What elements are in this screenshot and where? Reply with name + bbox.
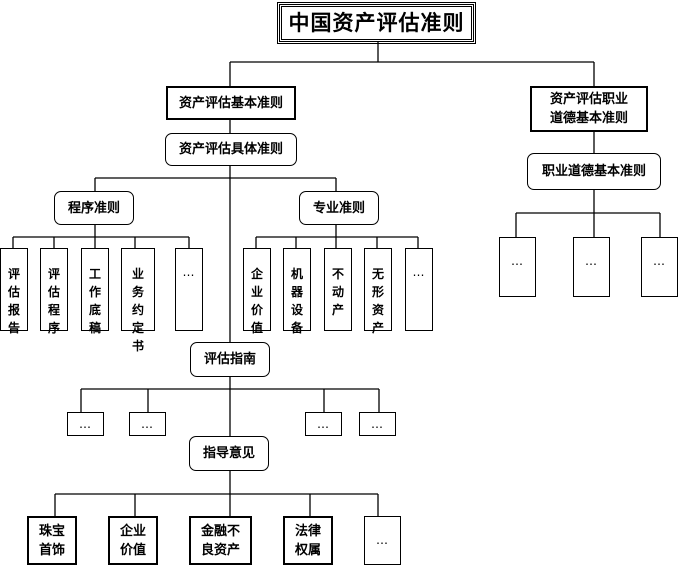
ethics-child-node: …	[499, 237, 536, 297]
professional-child-node: 机器设备	[283, 248, 311, 335]
professional-child-node: 企业价值	[243, 248, 271, 335]
professional-child-label: 机器设备	[290, 267, 303, 335]
guide-label: 评估指南	[203, 352, 256, 367]
opinion-child-node: 金融不 良资产	[189, 516, 252, 565]
ethics-child-node: …	[641, 237, 678, 297]
procedural-child-node: 评估程序	[40, 248, 68, 335]
opinion-child-label: 金融不 良资产	[200, 523, 240, 558]
opinion-child-label: 法律 权属	[294, 523, 321, 558]
professional-standard-label: 专业准则	[312, 200, 365, 216]
opinion-label: 指导意见	[202, 446, 255, 461]
ethics-sub-node: 职业道德基本准则	[527, 153, 661, 190]
procedural-child-label: 评估报告	[7, 267, 20, 335]
procedural-standard-label: 程序准则	[67, 200, 120, 216]
guide-child-node: …	[359, 412, 396, 436]
basic-standard-node: 资产评估基本准则	[166, 86, 296, 120]
procedural-child-node: 业务约定书	[121, 248, 155, 353]
opinion-child-node: …	[364, 516, 401, 565]
ellipsis-label: …	[141, 416, 154, 431]
ellipsis-label: …	[412, 265, 426, 279]
opinion-child-node: 企业 价值	[108, 516, 158, 565]
opinion-child-label: 珠宝 首饰	[38, 523, 65, 558]
professional-child-node: 不动产	[324, 248, 352, 331]
procedural-child-label: 工作底稿	[88, 267, 101, 335]
professional-child-node: …	[405, 248, 433, 331]
professional-child-label: 企业价值	[250, 267, 263, 335]
opinion-node: 指导意见	[189, 436, 269, 471]
title-node: 中国资产评估准则	[277, 2, 476, 44]
ellipsis-label: …	[376, 533, 389, 547]
professional-child-label: 不动产	[331, 267, 344, 317]
ethics-child-node: …	[573, 237, 610, 297]
procedural-child-node: 评估报告	[0, 248, 28, 335]
ellipsis-label: …	[79, 416, 92, 431]
ethics-sub-label: 职业道德基本准则	[541, 164, 646, 179]
professional-standard-node: 专业准则	[299, 191, 379, 225]
opinion-child-node: 珠宝 首饰	[27, 516, 77, 565]
procedural-child-node: …	[175, 248, 203, 331]
title-label: 中国资产评估准则	[288, 10, 465, 35]
procedural-child-label: 业务约定书	[131, 267, 144, 353]
ethics-standard-label-line2: 道德基本准则	[549, 111, 628, 126]
opinion-child-node: 法律 权属	[283, 516, 333, 565]
ellipsis-label: …	[511, 254, 524, 268]
ellipsis-label: …	[653, 254, 666, 268]
ethics-standard-node: 资产评估职业 道德基本准则	[530, 86, 648, 132]
ellipsis-label: …	[585, 254, 598, 268]
professional-child-node: 无形资产	[364, 248, 392, 335]
ellipsis-label: …	[182, 265, 196, 279]
guide-child-node: …	[129, 412, 166, 436]
guide-child-node: …	[305, 412, 342, 436]
ellipsis-label: …	[317, 416, 330, 431]
guide-child-node: …	[67, 412, 104, 436]
specific-standard-node: 资产评估具体准则	[165, 133, 297, 166]
ethics-standard-label-line1: 资产评估职业	[549, 92, 628, 107]
opinion-child-label: 企业 价值	[119, 523, 146, 558]
professional-child-label: 无形资产	[371, 267, 384, 335]
basic-standard-label: 资产评估基本准则	[178, 95, 283, 111]
specific-standard-label: 资产评估具体准则	[178, 142, 283, 157]
guide-node: 评估指南	[190, 342, 270, 377]
ellipsis-label: …	[371, 416, 384, 431]
procedural-child-node: 工作底稿	[81, 248, 109, 335]
procedural-standard-node: 程序准则	[54, 191, 134, 225]
procedural-child-label: 评估程序	[47, 267, 60, 335]
